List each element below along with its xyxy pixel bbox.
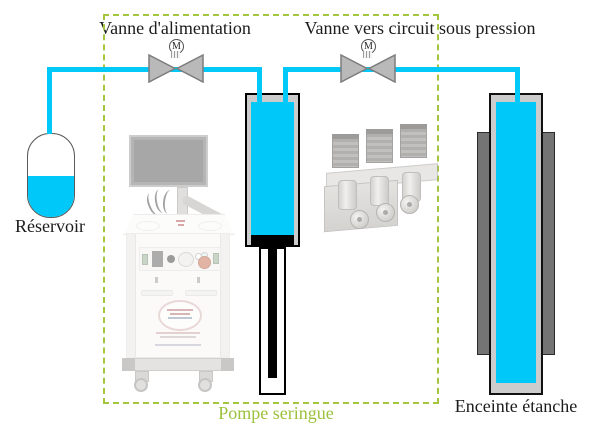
pump-fitting (376, 203, 395, 222)
base-corner-block (221, 358, 234, 371)
cart-base-frame (122, 358, 234, 371)
reservoir-fluid-fill (28, 176, 74, 217)
round-connector (167, 255, 175, 263)
cart-monitor-screen (134, 140, 203, 182)
pipe-syringe-inlet-stub (257, 67, 262, 115)
pressure-valve-icon (340, 54, 396, 83)
pump-motor (332, 134, 359, 168)
screw-mark (197, 277, 200, 283)
syringe-pump-boundary-box (103, 14, 439, 404)
caster-wheel (198, 378, 212, 392)
cart-top-red-mark (178, 224, 184, 226)
cart-top-detail (198, 221, 222, 231)
fitting-hub (407, 202, 412, 207)
syringe-pump-label: Pompe seringue (218, 403, 334, 423)
supply-valve-icon (148, 54, 204, 83)
piston-rod (268, 247, 277, 378)
keypad-display (152, 251, 163, 267)
motor-cap (332, 134, 359, 139)
motor-cap (366, 129, 393, 134)
syringe-piston (251, 235, 294, 246)
address-text-line (160, 336, 196, 338)
pump-motor (400, 124, 427, 158)
supply-valve-label: Vanne d'alimentation (99, 18, 251, 38)
motor-letter: M (172, 41, 181, 52)
syringe-pump-cart-photo (121, 134, 235, 396)
drawer-slot (141, 290, 173, 296)
enclosure-vessel (489, 93, 543, 395)
pipe-reservoir-riser (47, 70, 52, 134)
motor-cap (400, 124, 427, 129)
drawer-slot (185, 290, 217, 296)
pump-fitting (350, 210, 369, 229)
cart-control-panel (139, 247, 221, 271)
logo-text-line (168, 317, 192, 319)
enclosure-right-wall (542, 132, 555, 355)
pressure-valve-stem (363, 51, 372, 58)
cart-top-red-mark (176, 220, 185, 222)
pump-cylinder (370, 176, 389, 206)
enclosure-fluid-fill (496, 102, 536, 383)
screw-mark (155, 277, 158, 283)
green-indicator (142, 254, 148, 265)
pump-cylinder (338, 180, 357, 210)
pipe-pressure-horizontal (283, 67, 520, 72)
cart-top-detail (136, 221, 160, 231)
syringe-fluid-fill (251, 102, 294, 235)
motor-letter: M (364, 41, 373, 52)
cart-top-surface (123, 214, 235, 235)
cart-body (126, 233, 230, 358)
fitting-hub (383, 210, 388, 215)
triple-head-pump-photo (324, 124, 440, 233)
cart-monitor (129, 135, 208, 187)
cart-rail (127, 234, 136, 357)
pressure-valve-label: Vanne vers circuit sous pression (304, 18, 536, 38)
caster-wheel (134, 378, 148, 392)
enclosure-label: Enceinte étanche (454, 396, 578, 416)
green-indicator (213, 253, 219, 264)
gauge (178, 252, 194, 267)
logo-text-line (170, 313, 190, 315)
fitting-hub (357, 217, 362, 222)
reservoir-vessel (27, 133, 75, 218)
logo-text-line (167, 309, 193, 311)
cart-rail (220, 234, 229, 357)
pipe-syringe-outlet-stub (283, 67, 288, 115)
pump-motor (366, 129, 393, 163)
syringe-barrel (245, 93, 300, 247)
pipe-enclosure-drop (515, 67, 520, 111)
website-text-line (155, 344, 201, 346)
base-corner-block (122, 358, 135, 371)
pump-fitting (400, 195, 419, 214)
reservoir-label: Réservoir (15, 216, 85, 236)
address-text-line (156, 332, 200, 334)
emergency-stop-button (198, 256, 211, 269)
manufacturer-logo (158, 300, 202, 331)
supply-valve-stem (171, 51, 180, 58)
